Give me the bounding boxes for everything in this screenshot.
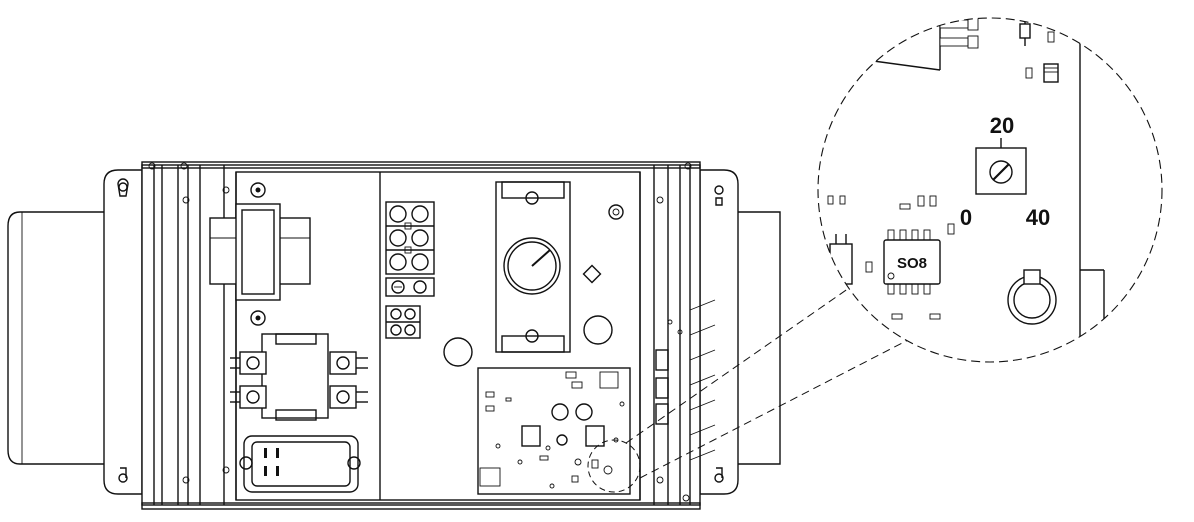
dial-label-40: 40 [1026,205,1050,230]
chip-label: SO8 [897,255,927,272]
heat-sink [655,299,716,461]
fuse-holder [239,435,361,493]
transformer [209,182,311,326]
magnified-detail: 20 0 40 SO8 [817,17,1163,363]
control-pcb [477,367,631,495]
dial-label-20: 20 [990,113,1014,138]
terminal-block [385,201,435,339]
speed-control-knob [443,181,624,367]
dial-label-0: 0 [960,205,972,230]
relay [230,333,368,421]
detail-leader-lines [587,285,909,493]
left-mounting-flange [103,169,143,495]
right-mounting-flange [699,169,739,495]
